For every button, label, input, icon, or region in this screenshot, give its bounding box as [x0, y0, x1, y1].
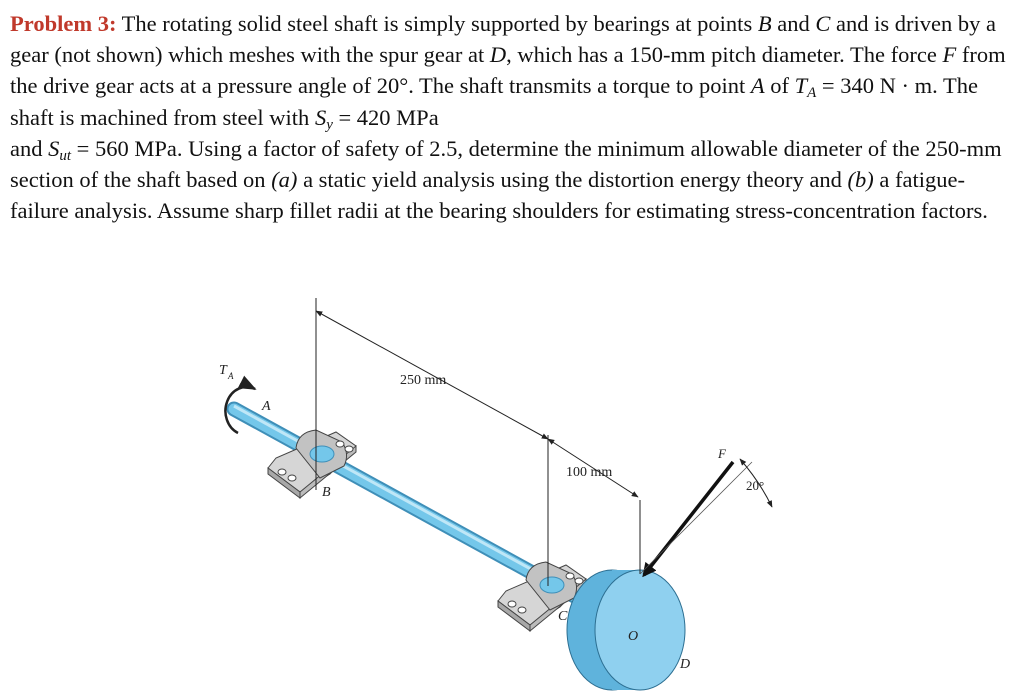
text-segment: = 340 N · m. The shaft is machined from …: [10, 73, 978, 130]
force-reference-line: [639, 461, 753, 575]
part-a-label: (a): [271, 167, 298, 193]
label-point-b: B: [322, 485, 331, 500]
ultimate-symbol: S: [48, 135, 60, 161]
yield-subscript: y: [326, 116, 333, 133]
text-segment: = 560 MPa. Using a factor of safety of 2…: [10, 135, 1002, 193]
text-segment: and is driven by a gear (not shown) whic…: [10, 11, 996, 68]
problem-statement: Problem 3: The rotating solid steel shaf…: [10, 8, 1010, 226]
label-point-c: C: [558, 609, 568, 624]
torque-symbol: T: [794, 73, 808, 99]
label-angle: 20°: [746, 478, 764, 493]
torque-subscript: A: [807, 85, 817, 102]
text-segment: = 420 MPa: [332, 104, 439, 130]
label-torque-t: T: [219, 363, 228, 378]
label-dim-100: 100 mm: [566, 465, 612, 480]
label-dim-250: 250 mm: [400, 373, 446, 388]
label-torque-subscript: A: [227, 371, 234, 381]
pressure-angle-arc: [739, 458, 773, 508]
point-ref: A: [750, 73, 765, 99]
ultimate-subscript: ut: [59, 147, 72, 164]
bearing-b: [267, 429, 357, 500]
dimension-250: [315, 310, 549, 440]
point-ref: C: [815, 11, 831, 36]
text-segment: The rotating solid steel shaft is simply…: [116, 11, 758, 36]
text-segment: of: [764, 73, 795, 99]
point-ref: D: [489, 42, 507, 68]
part-b-label: (b): [847, 167, 874, 193]
problem-label: Problem 3:: [10, 11, 117, 36]
label-point-d: D: [679, 657, 690, 672]
dimension-100: [547, 438, 639, 498]
force-f-arrow: [642, 460, 735, 578]
text-segment: , which has a 150-mm pitch diameter. The…: [506, 42, 943, 68]
label-point-a: A: [261, 399, 271, 414]
point-ref: B: [757, 11, 772, 36]
spur-gear-d: [566, 569, 686, 691]
label-force-f: F: [717, 446, 727, 461]
torque-arrow: [224, 375, 257, 435]
text-segment: a static yield analysis using the distor…: [297, 167, 848, 193]
text-segment: a fatigue-failure analysis. Assume sharp…: [10, 167, 988, 224]
text-segment: and: [771, 11, 816, 36]
yield-symbol: S: [314, 104, 327, 130]
text-segment: from the drive gear acts at a pressure a…: [10, 42, 1006, 99]
label-center-o: O: [628, 629, 638, 644]
text-segment: and: [10, 135, 49, 161]
force-ref: F: [942, 42, 957, 68]
